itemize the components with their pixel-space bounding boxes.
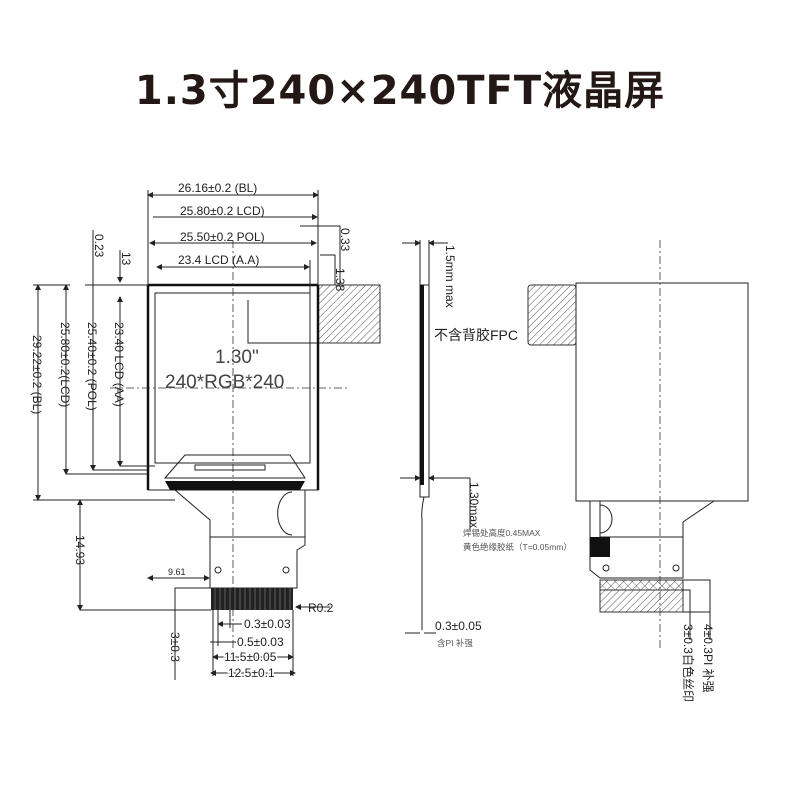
dim-pitch: 0.5±0.03 bbox=[237, 635, 284, 649]
dim-silk: 3±0.3白色丝印 bbox=[681, 624, 696, 702]
size-label: 1.30" bbox=[215, 347, 259, 368]
back-fpc-hatched-area bbox=[527, 284, 577, 346]
back-view: 4±0.3PI 补强 3±0.3白色丝印 bbox=[527, 240, 749, 702]
front-view: 1.30" 240*RGB*240 26.16±0.2 (BL) 25.80±0… bbox=[30, 181, 381, 682]
dim-tail: 0.3±0.05 bbox=[435, 619, 482, 633]
page-title: 1.3寸240×240TFT液晶屏 bbox=[134, 68, 666, 114]
dim-pol-height: 25.40±0.2 (POL) bbox=[85, 322, 99, 411]
back-fpc-tail bbox=[589, 500, 715, 579]
dim-lcd-width: 25.80±0.2 LCD) bbox=[180, 204, 265, 218]
fpc-tail bbox=[174, 489, 306, 589]
dim-fpc-length: 14.93 bbox=[73, 535, 87, 565]
side-view: 1.5mm max 不含背胶FPC 1.30max 焊锡处高度0.45MAX 黄… bbox=[400, 240, 572, 648]
dim-aa-width: 23.4 LCD (A.A) bbox=[178, 253, 259, 267]
dim-pin-width: 0.3±0.03 bbox=[244, 617, 291, 631]
dim-aa-height: 23.40 LCD (AA) bbox=[112, 322, 126, 407]
note-pi: 含PI 补强 bbox=[437, 638, 473, 648]
dim-bl-height: 29.22±0.2 (BL) bbox=[30, 335, 44, 414]
fpc-note: 不含背胶FPC bbox=[434, 327, 518, 343]
dim-033: 0.33 bbox=[338, 228, 352, 252]
resolution-label: 240*RGB*240 bbox=[165, 372, 284, 393]
dim-pi: 4±0.3PI 补强 bbox=[701, 624, 715, 693]
gold-fingers bbox=[211, 588, 293, 610]
dim-fpc-thickness: 1.30max bbox=[467, 482, 481, 528]
active-area bbox=[154, 292, 311, 464]
dim-radius: R0.2 bbox=[308, 601, 334, 615]
dim-offset: 9.61 bbox=[168, 567, 186, 577]
dim-span: 11.5±0.05 bbox=[224, 650, 277, 664]
dim-13: 13 bbox=[119, 252, 133, 266]
dim-138: 1.38 bbox=[333, 268, 347, 292]
note-tape: 黄色绝缘胶纸（T=0.05mm） bbox=[463, 542, 572, 552]
dim-bl-width: 26.16±0.2 (BL) bbox=[178, 181, 257, 195]
fpc-hatched-area bbox=[317, 284, 381, 344]
dim-thickness: 1.5mm max bbox=[443, 245, 457, 308]
dim-lcd-height: 25.80±0.2(LCD) bbox=[58, 322, 72, 407]
dim-finger-length: 3±0.3 bbox=[168, 632, 182, 662]
dim-023: 0.23 bbox=[92, 234, 106, 258]
note-solder: 焊锡处高度0.45MAX bbox=[463, 528, 541, 538]
back-panel bbox=[575, 282, 749, 502]
dim-pol-width: 25.50±0.2 POL) bbox=[180, 230, 265, 244]
dim-fpc-width: 12.5±0.1 bbox=[228, 666, 275, 680]
